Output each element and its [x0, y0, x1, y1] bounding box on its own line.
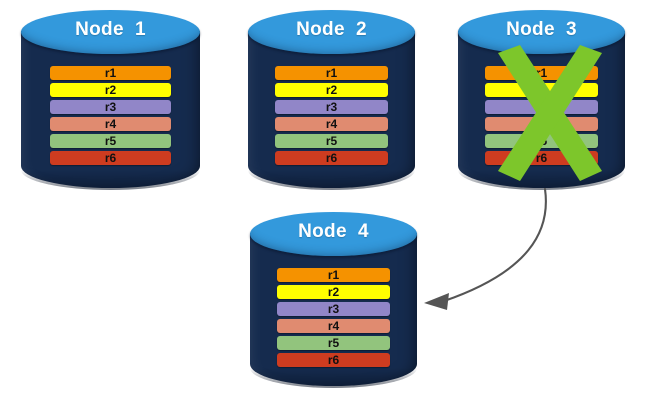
row-bar-r3[interactable]: r3	[49, 100, 172, 114]
node-4-label: Node 4	[298, 221, 369, 242]
node-3[interactable]: Node 3 r1 r2 r3 r4 r5 r6	[458, 10, 625, 190]
node-1-rows: r1 r2 r3 r4 r5 r6	[21, 66, 200, 165]
row-bar-label: r6	[104, 151, 117, 165]
row-bar-label: r1	[327, 268, 340, 282]
row-bar-r6[interactable]: r6	[276, 353, 391, 367]
row-bar-label: r4	[325, 117, 338, 131]
row-bar-r6[interactable]: r6	[49, 151, 172, 165]
row-bar-label: r1	[535, 66, 548, 80]
node-3-label: Node 3	[506, 19, 577, 40]
row-bar-label: r5	[327, 336, 340, 350]
row-bar-r2[interactable]: r2	[49, 83, 172, 97]
node-1-bottom-shading	[21, 170, 200, 190]
node-2-bottom-shading	[248, 170, 415, 190]
node-4-cylinder-top	[250, 212, 417, 256]
row-bar-r2[interactable]: r2	[276, 285, 391, 299]
row-bar-r4[interactable]: r4	[49, 117, 172, 131]
row-bar-label: r3	[104, 100, 117, 114]
row-bar-r6[interactable]: r6	[274, 151, 389, 165]
node-1[interactable]: Node 1 r1 r2 r3 r4 r5 r6	[21, 10, 200, 190]
row-bar-r3[interactable]: r3	[274, 100, 389, 114]
row-bar-r4[interactable]: r4	[274, 117, 389, 131]
row-bar-label: r6	[325, 151, 338, 165]
node-1-label: Node 1	[75, 19, 146, 40]
row-bar-r1[interactable]: r1	[49, 66, 172, 80]
row-bar-r4[interactable]: r4	[484, 117, 599, 131]
row-bar-r1[interactable]: r1	[276, 268, 391, 282]
node-3-bottom-shading	[458, 170, 625, 190]
node-4-bottom-shading	[250, 368, 417, 388]
failover-arrow-head-icon	[424, 293, 449, 310]
row-bar-r3[interactable]: r3	[276, 302, 391, 316]
node-2-cylinder-top	[248, 10, 415, 54]
row-bar-label: r6	[535, 151, 548, 165]
node-2[interactable]: Node 2 r1 r2 r3 r4 r5 r6	[248, 10, 415, 190]
node-2-label: Node 2	[296, 19, 367, 40]
row-bar-r1[interactable]: r1	[484, 66, 599, 80]
row-bar-r3[interactable]: r3	[484, 100, 599, 114]
node-4[interactable]: Node 4 r1 r2 r3 r4 r5 r6	[250, 212, 417, 388]
row-bar-label: r6	[327, 353, 340, 367]
row-bar-r5[interactable]: r5	[274, 134, 389, 148]
row-bar-label: r3	[327, 302, 340, 316]
node-2-rows: r1 r2 r3 r4 r5 r6	[248, 66, 415, 165]
row-bar-label: r2	[104, 83, 117, 97]
row-bar-label: r2	[535, 83, 548, 97]
node-4-rows: r1 r2 r3 r4 r5 r6	[250, 268, 417, 367]
row-bar-label: r3	[325, 100, 338, 114]
node-3-rows: r1 r2 r3 r4 r5 r6	[458, 66, 625, 165]
row-bar-r2[interactable]: r2	[274, 83, 389, 97]
row-bar-label: r4	[327, 319, 340, 333]
row-bar-r2[interactable]: r2	[484, 83, 599, 97]
node-1-cylinder-top	[21, 10, 200, 54]
row-bar-r5[interactable]: r5	[484, 134, 599, 148]
row-bar-label: r1	[325, 66, 338, 80]
row-bar-r5[interactable]: r5	[49, 134, 172, 148]
row-bar-label: r5	[104, 134, 117, 148]
row-bar-label: r5	[535, 134, 548, 148]
row-bar-r1[interactable]: r1	[274, 66, 389, 80]
row-bar-r4[interactable]: r4	[276, 319, 391, 333]
row-bar-label: r4	[535, 117, 548, 131]
row-bar-label: r3	[535, 100, 548, 114]
row-bar-r5[interactable]: r5	[276, 336, 391, 350]
row-bar-label: r5	[325, 134, 338, 148]
row-bar-r6[interactable]: r6	[484, 151, 599, 165]
row-bar-label: r1	[104, 66, 117, 80]
row-bar-label: r2	[325, 83, 338, 97]
row-bar-label: r4	[104, 117, 117, 131]
row-bar-label: r2	[327, 285, 340, 299]
failover-arrow-line	[442, 187, 547, 303]
